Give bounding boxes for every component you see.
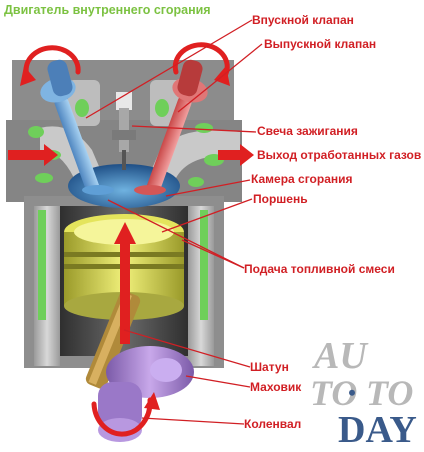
piston-motion-arrow-shaft [120, 240, 130, 344]
label-crankshaft: Коленвал [244, 417, 302, 431]
label-con-rod: Шатун [250, 360, 289, 374]
label-piston: Поршень [253, 192, 308, 206]
label-combustion-chamber: Камера сгорания [251, 172, 353, 186]
label-flywheel: Маховик [250, 380, 302, 394]
crankshaft [98, 346, 194, 442]
intake-valve [40, 59, 114, 195]
intake-flow-arrow [8, 144, 58, 166]
exhaust-valve-rotation-arrow [172, 42, 230, 83]
leader-lines [85, 19, 263, 425]
exhaust-flow-arrow [218, 144, 254, 166]
label-fuel-feed: Подача топливной смеси [244, 262, 395, 276]
diagram-title: Двигатель внутреннего сгорания [4, 3, 211, 17]
exhaust-valve [134, 59, 208, 195]
label-spark-plug: Свеча зажигания [257, 124, 358, 138]
watermark-line-3: DAY [338, 409, 417, 451]
motion-arrows [23, 42, 230, 437]
watermark-line-2b: TO [366, 373, 414, 413]
label-exhaust-valve: Выпускной клапан [264, 37, 377, 51]
intake-valve-rotation-arrow [23, 45, 81, 81]
piston-motion-arrow-head [114, 222, 136, 244]
flywheel-rotation-arrow [91, 397, 153, 437]
watermark-line-2a: TO [310, 373, 358, 413]
arrow-heads [8, 66, 254, 410]
spark-plug [112, 92, 136, 170]
watermark-line-1: AU [314, 335, 367, 377]
watermark-dot: • [348, 380, 356, 405]
label-exhaust-out: Выход отработанных газов [257, 148, 422, 162]
label-intake-valve: Впускной клапан [252, 13, 354, 27]
